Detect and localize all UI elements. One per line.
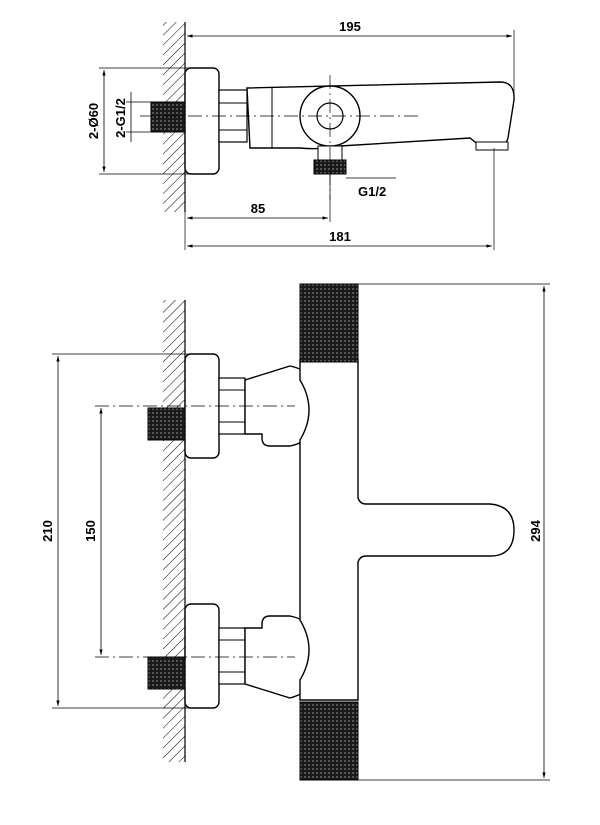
dim-150: 150 (83, 520, 98, 542)
front-view: 210 150 294 (40, 283, 550, 781)
side-view: 195 2-Ø60 2-G1/2 G1/2 85 181 (86, 19, 515, 250)
flange-side (184, 67, 220, 175)
dim-85: 85 (251, 201, 265, 216)
inlet-thread-side (150, 101, 186, 133)
dim-294: 294 (528, 519, 543, 541)
temperature-handle-knurled (299, 283, 359, 363)
dim-181: 181 (329, 229, 351, 244)
dim-210: 210 (40, 520, 55, 542)
dim-inlet-thread: 2-G1/2 (113, 98, 128, 138)
dim-flange-diameter: 2-Ø60 (86, 103, 101, 139)
spout-body-side (246, 81, 515, 150)
thermostat-body (299, 359, 515, 701)
wall-hatch-bottom (163, 300, 185, 762)
flow-handle-knurled (299, 701, 359, 781)
spout-outlet (475, 141, 509, 151)
dim-195: 195 (339, 19, 361, 34)
dim-outlet-thread: G1/2 (358, 184, 386, 199)
